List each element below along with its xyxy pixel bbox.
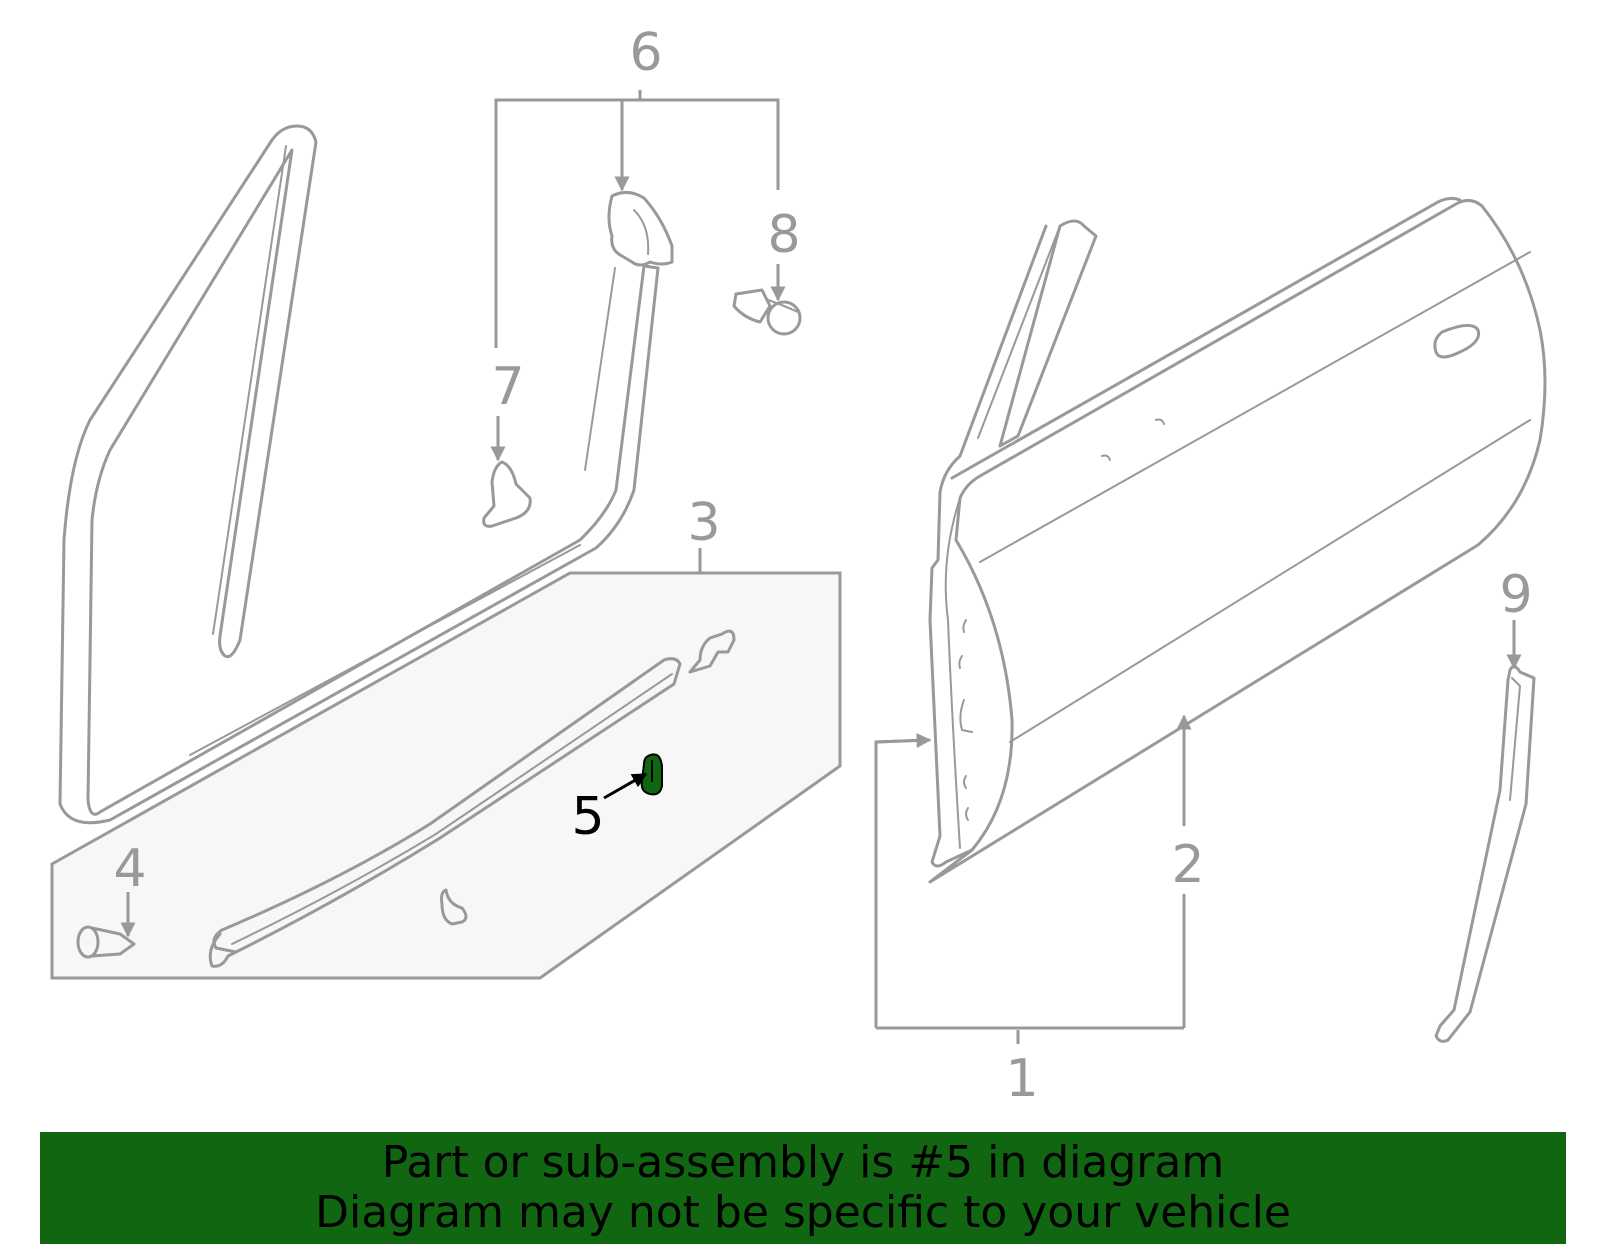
callout-9: 9 (1499, 565, 1532, 625)
clip-part-4 (76, 925, 136, 959)
door-opening-weatherstrip (58, 124, 660, 825)
weatherstrip-part-9 (1434, 665, 1536, 1043)
corner-weatherstrip-part-6 (607, 191, 674, 267)
callout-1: 1 (1005, 1049, 1038, 1109)
callout-7: 7 (491, 357, 524, 417)
callout-6: 6 (629, 23, 662, 83)
callout-8: 8 (767, 205, 800, 265)
callout-4: 4 (113, 839, 146, 899)
molding-part-3 (208, 629, 736, 968)
callout-3: 3 (687, 493, 720, 553)
leader-lines (120, 90, 1522, 1044)
clip-part-8 (732, 288, 802, 336)
callout-2: 2 (1171, 835, 1204, 895)
door-panel (928, 196, 1547, 884)
info-banner: Part or sub-assembly is #5 in diagram Di… (40, 1132, 1566, 1244)
clip-part-7 (482, 460, 532, 528)
banner-line-part: Part or sub-assembly is #5 in diagram (381, 1137, 1225, 1188)
banner-line-disclaimer: Diagram may not be specific to your vehi… (315, 1187, 1291, 1238)
callout-5[interactable]: 5 (571, 787, 604, 847)
